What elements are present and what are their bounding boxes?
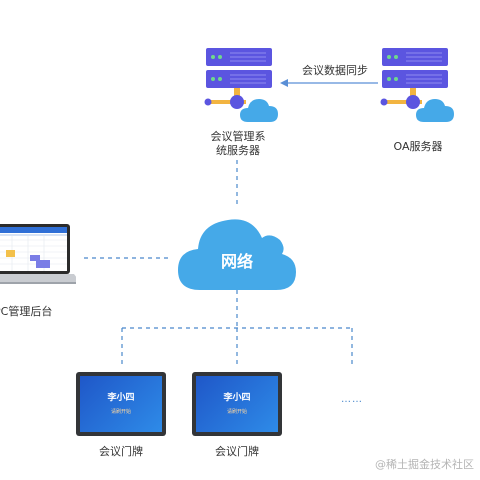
more-devices-ellipsis: …… xyxy=(341,394,363,405)
sync-arrowhead xyxy=(280,79,288,87)
door-plate-device-2: 李小四 请刷开始 xyxy=(192,372,282,436)
watermark: @稀土掘金技术社区 xyxy=(375,458,474,471)
meeting-server-label: 会议管理系 统服务器 xyxy=(188,130,288,158)
door-plate-device-1: 李小四 请刷开始 xyxy=(76,372,166,436)
door-plate-1-label: 会议门牌 xyxy=(99,445,143,458)
door-plate-2-sub: 请刷开始 xyxy=(226,409,247,415)
door-plate-2-name: 李小四 xyxy=(223,393,251,403)
door-plate-screen-1: 李小四 请刷开始 xyxy=(80,376,162,432)
meeting-server-label-line1: 会议管理系 xyxy=(210,130,266,143)
oa-server-label: OA服务器 xyxy=(393,140,443,153)
laptop-icon xyxy=(0,224,76,284)
door-plate-1-name: 李小四 xyxy=(107,393,135,403)
meeting-server-label-line2: 统服务器 xyxy=(216,144,260,157)
sync-label: 会议数据同步 xyxy=(302,64,368,77)
door-plate-1-sub: 请刷开始 xyxy=(110,409,131,415)
door-plate-screen-2: 李小四 请刷开始 xyxy=(196,376,278,432)
door-plate-2-label: 会议门牌 xyxy=(215,445,259,458)
meeting-server-icon xyxy=(204,48,278,122)
network-cloud-icon xyxy=(178,219,296,290)
pc-admin-label: PC管理后台 xyxy=(0,305,53,318)
oa-server-icon xyxy=(380,48,454,122)
network-label: 网络 xyxy=(220,252,253,271)
